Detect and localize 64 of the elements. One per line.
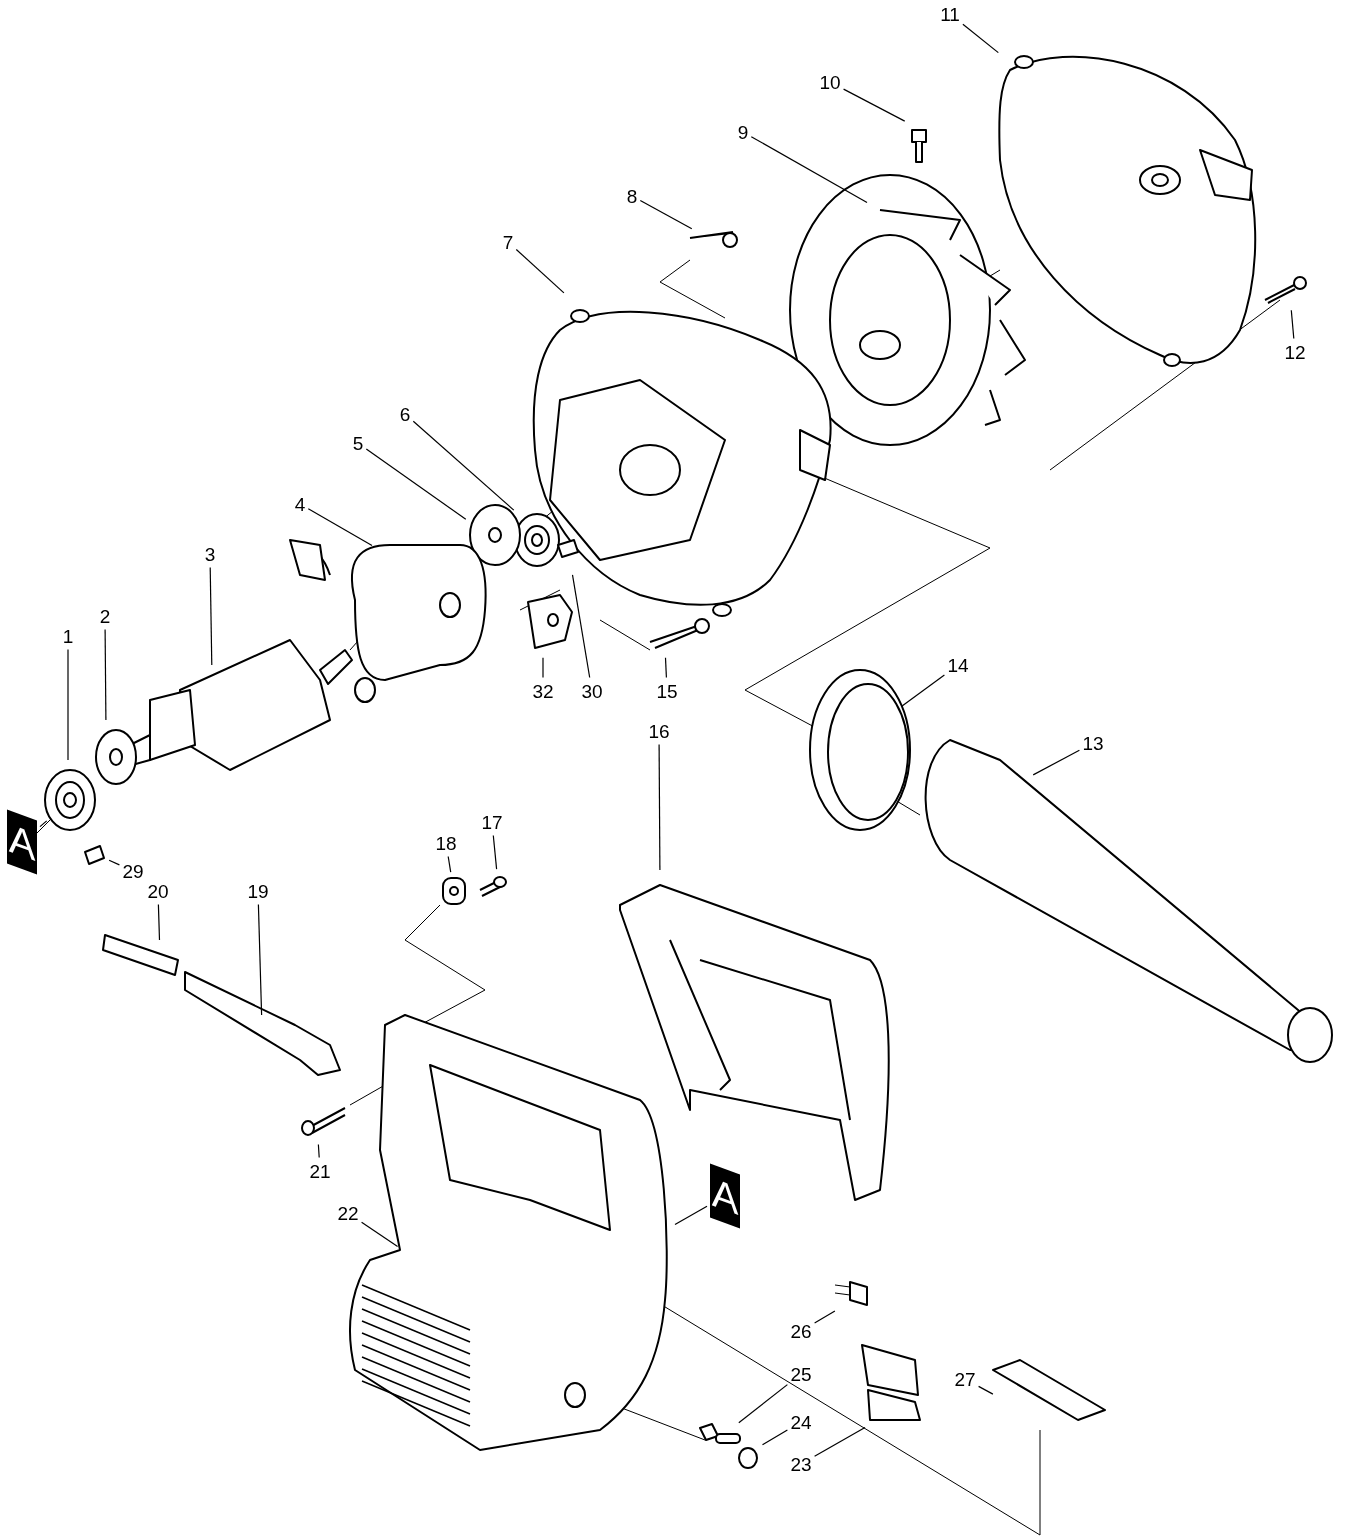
leader-line <box>157 903 161 941</box>
callout-number: 4 <box>294 493 306 515</box>
leader-line <box>542 657 544 679</box>
callout-number: 15 <box>656 680 678 702</box>
callout-number: 10 <box>819 71 841 93</box>
leader-line <box>257 903 263 1016</box>
callout-number: 25 <box>790 1363 812 1385</box>
leader-line <box>39 820 48 828</box>
leader-line <box>492 834 498 870</box>
leader-line <box>1290 309 1295 340</box>
leader-line <box>814 1310 836 1324</box>
leader-line <box>412 420 515 511</box>
leader-line <box>571 574 591 679</box>
callout-number: 23 <box>790 1453 812 1475</box>
callout-number: 6 <box>399 403 411 425</box>
callout-number: 26 <box>790 1320 812 1342</box>
leader-line <box>639 199 693 230</box>
leader-line <box>108 859 120 866</box>
callout-number: 3 <box>204 543 216 565</box>
callout-number: 32 <box>532 680 554 702</box>
callout-number: 5 <box>352 432 364 454</box>
callout-number: 20 <box>147 880 169 902</box>
callout-number: 11 <box>940 3 960 25</box>
leader-line <box>814 1426 866 1457</box>
leader-line <box>664 657 667 679</box>
callout-number: 8 <box>626 185 638 207</box>
callout-number: 21 <box>309 1160 331 1182</box>
callout-number: 17 <box>481 811 503 833</box>
leader-line <box>365 448 467 520</box>
leader-line <box>901 674 945 707</box>
callout-number: 29 <box>122 860 144 882</box>
callout-number: 30 <box>581 680 603 702</box>
callout-number: 9 <box>737 121 749 143</box>
leader-line <box>307 508 373 547</box>
callout-number: 7 <box>502 231 514 253</box>
reference-marker: A <box>7 809 37 875</box>
leader-line <box>515 248 565 294</box>
leader-line <box>738 1384 788 1424</box>
callout-number: 19 <box>247 880 269 902</box>
leader-line <box>750 136 868 204</box>
callout-number: 24 <box>790 1411 812 1433</box>
leader-line <box>658 743 661 871</box>
leader-line <box>674 1205 708 1226</box>
callout-number: 16 <box>648 720 670 742</box>
leader-line <box>317 1143 320 1159</box>
leader-line <box>209 566 213 666</box>
callout-number: 12 <box>1284 341 1306 363</box>
leader-line <box>761 1429 788 1446</box>
leader-line <box>447 855 452 873</box>
callout-number: 13 <box>1082 732 1104 754</box>
callout-number: 22 <box>337 1202 359 1224</box>
callout-number: 2 <box>99 605 111 627</box>
leader-line <box>104 628 107 721</box>
leader-line <box>361 1221 399 1248</box>
leader-line <box>962 23 999 54</box>
callout-number: 18 <box>435 832 457 854</box>
leader-line <box>843 88 906 122</box>
callout-number: 14 <box>947 654 969 676</box>
callout-number: 1 <box>62 625 74 647</box>
leader-line <box>1032 749 1080 776</box>
leader-line <box>67 648 69 761</box>
callout-number: 27 <box>954 1368 976 1390</box>
leader-line <box>978 1385 994 1395</box>
reference-marker: A <box>710 1163 740 1229</box>
